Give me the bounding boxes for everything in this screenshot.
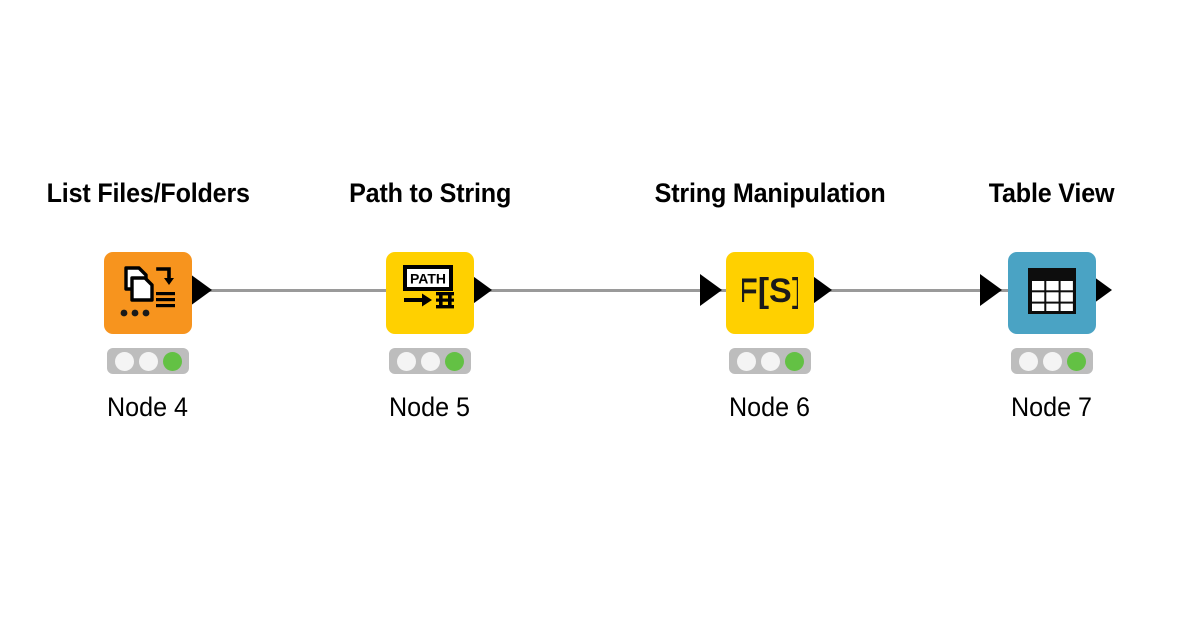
node-path-to-string[interactable]: Path to String PATH: [280, 180, 580, 421]
node-status-bar: [389, 348, 471, 374]
node-status-bar: [729, 348, 811, 374]
node-status-bar: [1011, 348, 1093, 374]
svg-text:PATH: PATH: [410, 270, 446, 286]
status-lamp-executed: [162, 351, 182, 371]
node-title: List Files/Folders: [46, 178, 250, 208]
node-string-manipulation[interactable]: String Manipulation F[S] Node 6: [620, 180, 920, 421]
node-icon-box[interactable]: [104, 252, 192, 334]
node-table-view[interactable]: Table View: [902, 180, 1200, 421]
node-list-files-folders[interactable]: List Files/Folders: [0, 180, 298, 421]
status-lamp-configured: [1042, 351, 1062, 371]
documents-list-icon: [118, 262, 178, 325]
node-title: Table View: [989, 178, 1115, 208]
node-id-label: Node 4: [107, 392, 189, 422]
output-port-arrow-node4[interactable]: [190, 274, 212, 306]
status-lamp-configured: [760, 351, 780, 371]
table-grid-icon: [1027, 267, 1077, 320]
status-lamp-idle: [736, 351, 756, 371]
node-icon-box[interactable]: [1008, 252, 1096, 334]
input-port-arrow-node7[interactable]: [980, 274, 1002, 306]
input-port-arrow-node6[interactable]: [700, 274, 722, 306]
node-status-bar: [107, 348, 189, 374]
status-lamp-executed: [784, 351, 804, 371]
status-lamp-configured: [420, 351, 440, 371]
output-port-arrow-node5[interactable]: [470, 274, 492, 306]
node-id-label: Node 5: [389, 392, 471, 422]
svg-text:F[S]: F[S]: [742, 272, 798, 310]
node-icon-box[interactable]: F[S]: [726, 252, 814, 334]
path-to-string-icon: PATH: [402, 264, 458, 322]
node-id-label: Node 6: [729, 392, 811, 422]
status-lamp-idle: [1018, 351, 1038, 371]
connector-wire-node5-node6: [470, 289, 732, 292]
node-title: Path to String: [348, 178, 511, 208]
connector-wire-node6-node7: [810, 289, 1032, 292]
status-lamp-configured: [138, 351, 158, 371]
status-lamp-idle: [114, 351, 134, 371]
function-string-icon: F[S]: [737, 268, 803, 319]
node-title: String Manipulation: [654, 178, 886, 208]
status-lamp-executed: [1066, 351, 1086, 371]
node-icon-box[interactable]: PATH: [386, 252, 474, 334]
output-port-arrow-node6[interactable]: [810, 274, 832, 306]
status-lamp-executed: [444, 351, 464, 371]
status-lamp-idle: [396, 351, 416, 371]
connector-wire-node4-node5: [190, 289, 412, 292]
node-id-label: Node 7: [1011, 392, 1093, 422]
